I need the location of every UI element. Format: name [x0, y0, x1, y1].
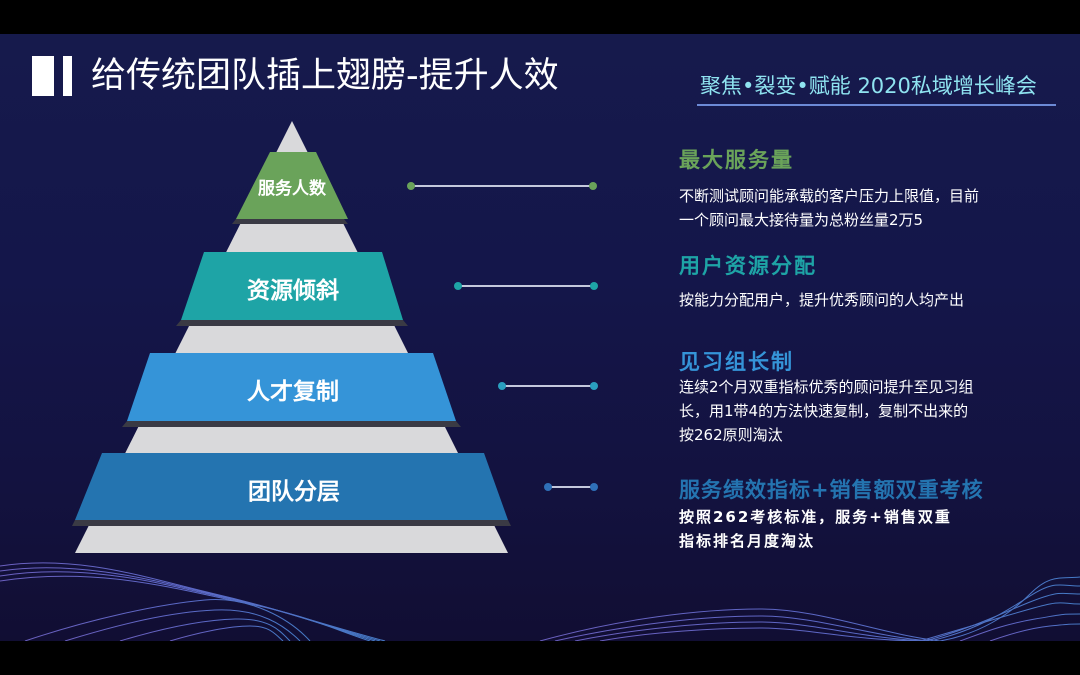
- section-line: 指标排名月度淘汰: [679, 532, 816, 550]
- wave-decoration: [0, 562, 1080, 641]
- section-line: 按照262考核标准，服务+销售双重: [679, 508, 952, 526]
- pyramid-diagram: [72, 121, 598, 553]
- band-label-service-count: 服务人数: [258, 179, 326, 199]
- slide: 给传统团队插上翅膀-提升人效 聚焦•裂变•赋能 2020私域增长峰会: [0, 34, 1080, 641]
- title-accent-bar: [32, 56, 54, 96]
- section-title-max-service: 最大服务量: [679, 148, 794, 172]
- section-title-trainee-leader: 见习组长制: [679, 350, 794, 374]
- title-accent-bar-thin: [63, 56, 72, 96]
- section-line: 长，用1带4的方法快速复制，复制不出来的: [679, 402, 969, 420]
- event-tag: 聚焦•裂变•赋能 2020私域增长峰会: [700, 74, 1037, 98]
- pyramid-base: [75, 121, 508, 553]
- pyramid-band-4: [75, 453, 508, 520]
- section-line: 连续2个月双重指标优秀的顾问提升至见习组: [679, 378, 974, 396]
- section-line: 不断测试顾问能承载的客户压力上限值，目前: [679, 187, 980, 205]
- page-title: 给传统团队插上翅膀-提升人效: [91, 56, 559, 96]
- band-label-resource-tilt: 资源倾斜: [247, 278, 339, 304]
- band-label-talent-copy: 人才复制: [247, 379, 339, 405]
- connector-4: [544, 483, 598, 491]
- pyramid-band-2: [181, 252, 403, 320]
- section-line: 按能力分配用户，提升优秀顾问的人均产出: [679, 291, 965, 309]
- pyramid-band-1: [236, 152, 348, 219]
- section-line: 一个顾问最大接待量为总粉丝量2万5: [679, 211, 924, 229]
- section-body-trainee-leader: 连续2个月双重指标优秀的顾问提升至见习组 长，用1带4的方法快速复制，复制不出来…: [679, 375, 974, 447]
- section-title-dual-assessment: 服务绩效指标+销售额双重考核: [679, 478, 984, 502]
- section-body-user-allocation: 按能力分配用户，提升优秀顾问的人均产出: [679, 288, 964, 312]
- section-body-max-service: 不断测试顾问能承载的客户压力上限值，目前 一个顾问最大接待量为总粉丝量2万5: [679, 184, 979, 232]
- section-title-user-allocation: 用户资源分配: [679, 254, 817, 278]
- section-body-dual-assessment: 按照262考核标准，服务+销售双重 指标排名月度淘汰: [679, 505, 952, 553]
- connector-3: [498, 382, 598, 390]
- connector-2: [454, 282, 598, 290]
- pyramid-band-3: [127, 353, 456, 421]
- band-label-team-tier: 团队分层: [248, 479, 340, 505]
- section-line: 按262原则淘汰: [679, 426, 783, 444]
- event-underline: [697, 104, 1056, 106]
- connector-1: [407, 182, 597, 190]
